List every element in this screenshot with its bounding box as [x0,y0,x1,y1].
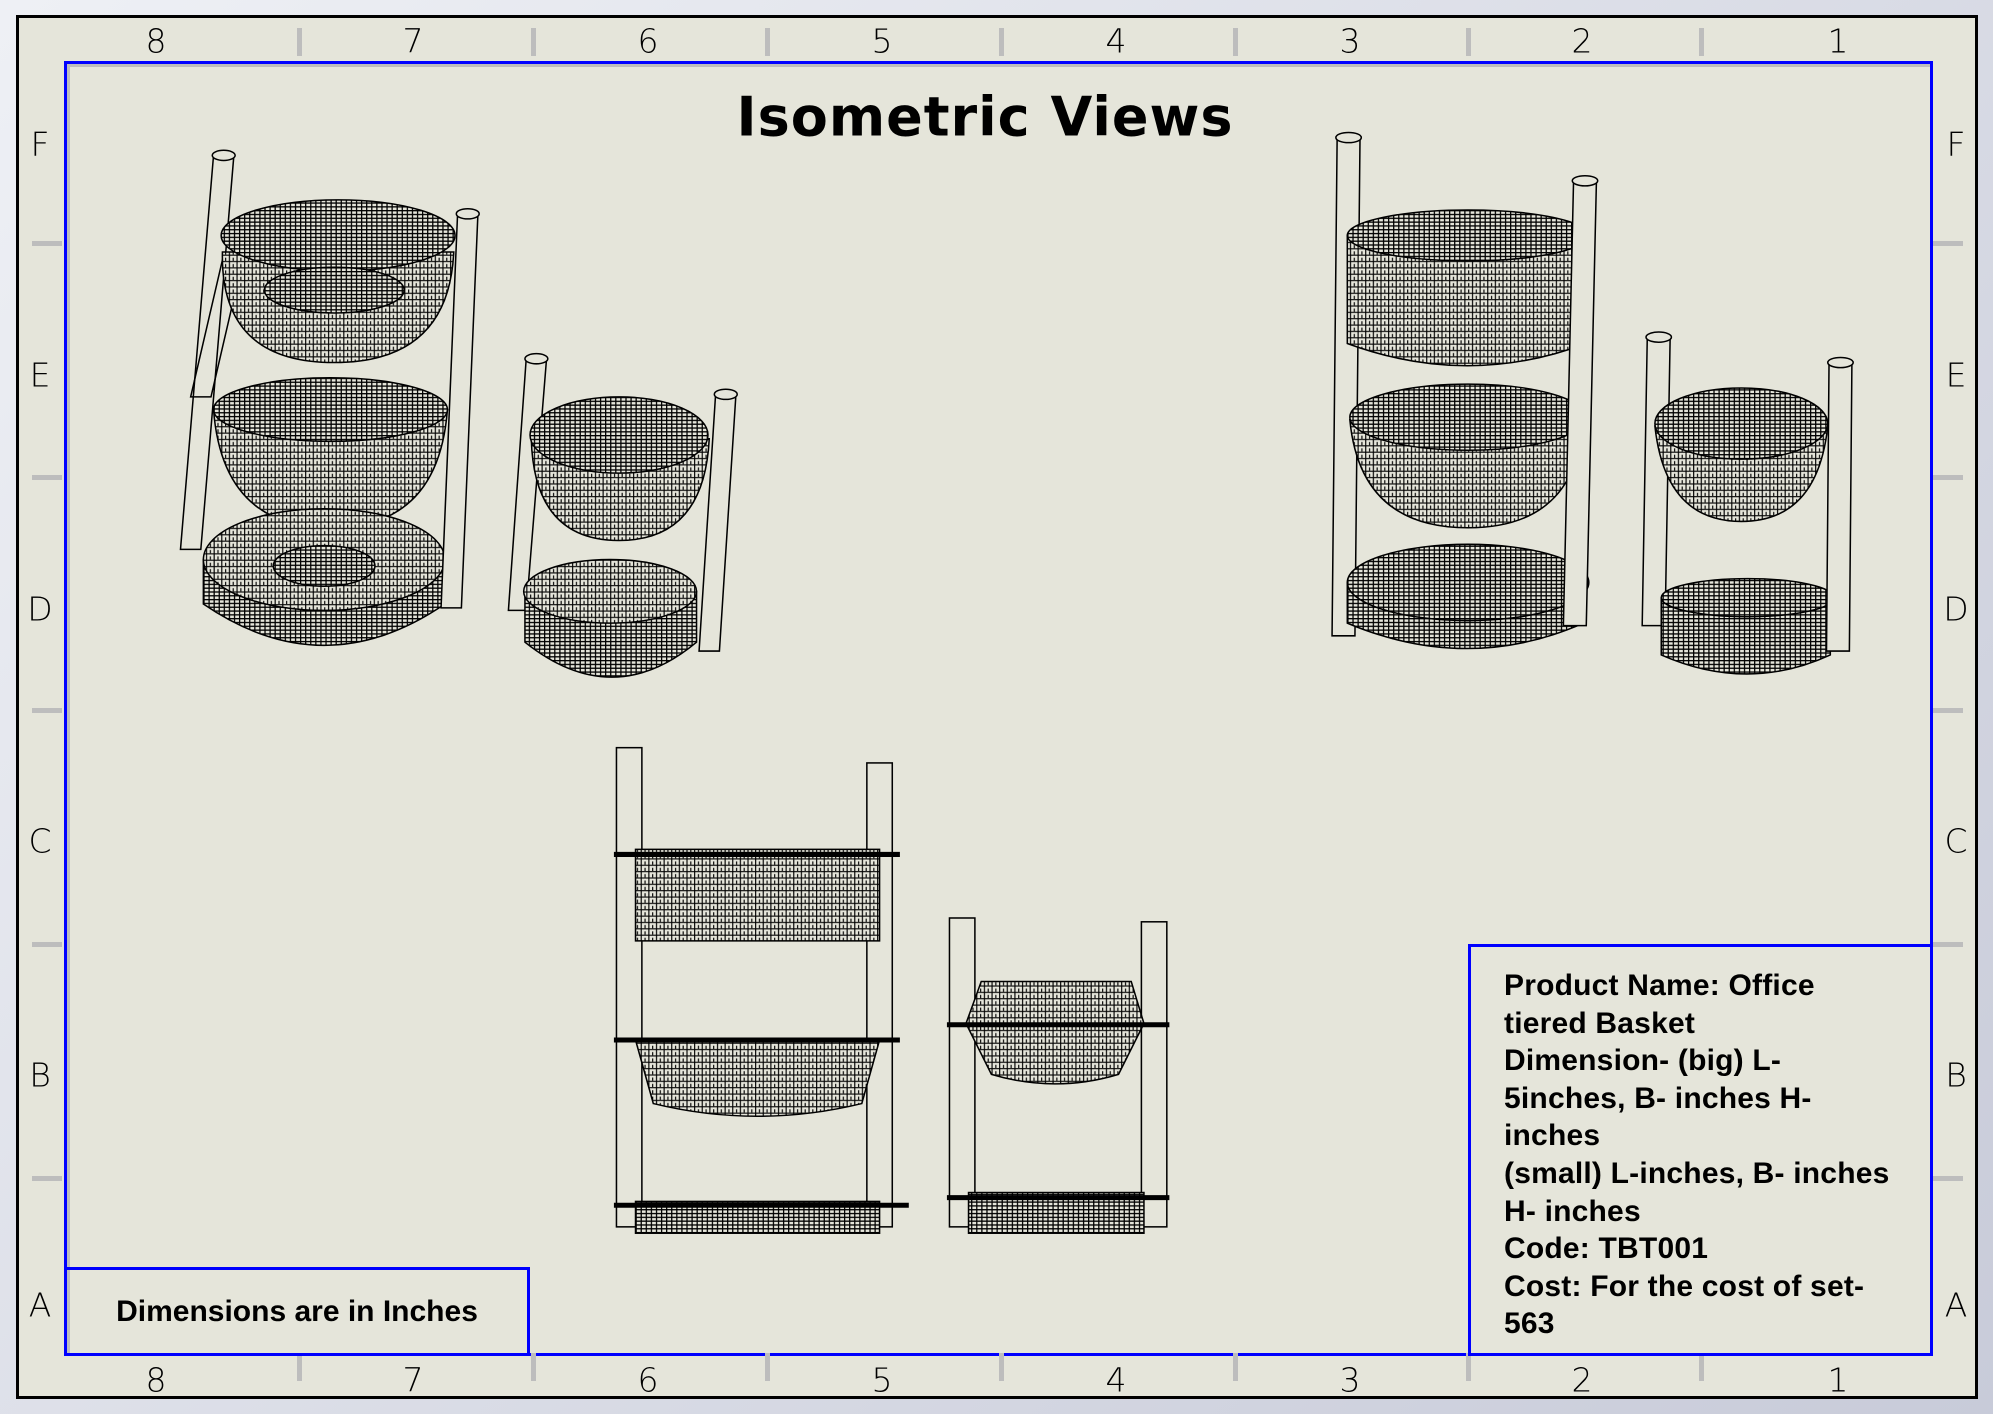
front-big-basket [613,746,909,1234]
info-line: 563 [1504,1307,1555,1341]
zone-row-label: D [27,589,53,629]
zone-row-label: E [1945,355,1967,395]
zone-column-label: 4 [1105,21,1127,61]
zone-divider [765,28,770,56]
zone-divider [297,1353,302,1381]
info-line: Code: TBT001 [1504,1232,1709,1266]
info-line: (small) L-inches, B- inches [1504,1156,1890,1190]
zone-divider [1233,28,1238,56]
zone-column-label: 6 [637,21,659,61]
zone-column-label: 7 [402,21,424,61]
zone-row-label: C [28,821,52,861]
zone-column-label: 6 [637,1360,659,1400]
info-line: Product Name: Office [1504,969,1815,1002]
zone-row-label: F [30,124,50,164]
zone-divider [32,708,62,713]
zone-divider [1933,708,1963,713]
zone-column-label: 7 [402,1360,424,1400]
units-note: Dimensions are in Inches [116,1294,478,1328]
zone-row-label: B [1945,1055,1967,1095]
zone-column-label: 8 [145,1360,167,1400]
info-line: H- inches [1504,1194,1641,1228]
zone-column-label: 1 [1827,21,1849,61]
info-line: inches [1504,1119,1601,1153]
zone-divider [999,28,1004,56]
zone-column-label: 5 [871,1360,893,1400]
zone-column-label: 4 [1105,1360,1127,1400]
iso-small-basket-right [1641,331,1854,675]
zone-divider [999,1353,1004,1381]
info-line: Dimension- (big) L- [1504,1044,1782,1078]
zone-column-label: 3 [1339,1360,1361,1400]
zone-column-label: 2 [1571,1360,1593,1400]
zone-divider [531,1353,536,1381]
units-note-box: Dimensions are in Inches [64,1267,530,1356]
zone-divider [32,942,62,947]
zone-column-label: 1 [1827,1360,1849,1400]
zone-row-label: B [29,1055,51,1095]
iso-big-basket-left [179,149,480,646]
zone-row-label: A [1944,1285,1968,1325]
zone-row-label: E [29,355,51,395]
zone-column-label: 8 [145,21,167,61]
zone-divider [1699,28,1704,56]
iso-big-basket-right [1331,131,1599,650]
zone-divider [1933,241,1963,246]
zone-divider [32,475,62,480]
zone-row-label: D [1943,589,1969,629]
drawing-frame [64,61,1933,1356]
zone-divider [765,1353,770,1381]
zone-column-label: 3 [1339,21,1361,61]
zone-divider [1933,1176,1963,1181]
info-line: tiered Basket [1504,1006,1696,1040]
zone-row-label: F [1946,124,1966,164]
page-title: Isometric Views [736,85,1234,149]
product-info-box: Product Name: Office tiered Basket Dimen… [1468,944,1933,1356]
zone-divider [32,1176,62,1181]
zone-divider [1933,475,1963,480]
zone-column-label: 2 [1571,21,1593,61]
info-line: 5inches, B- inches H- [1504,1081,1812,1115]
front-small-basket [946,917,1170,1234]
iso-small-basket-left [507,352,738,678]
zone-column-label: 5 [871,21,893,61]
info-line: Cost: For the cost of set- [1504,1269,1865,1303]
zone-divider [32,241,62,246]
zone-divider [297,28,302,56]
zone-divider [1699,1353,1704,1381]
zone-divider [1933,942,1963,947]
zone-divider [1466,1353,1471,1381]
zone-row-label: A [28,1285,52,1325]
zone-divider [1233,1353,1238,1381]
zone-row-label: C [1944,821,1968,861]
zone-divider [1466,28,1471,56]
zone-divider [531,28,536,56]
